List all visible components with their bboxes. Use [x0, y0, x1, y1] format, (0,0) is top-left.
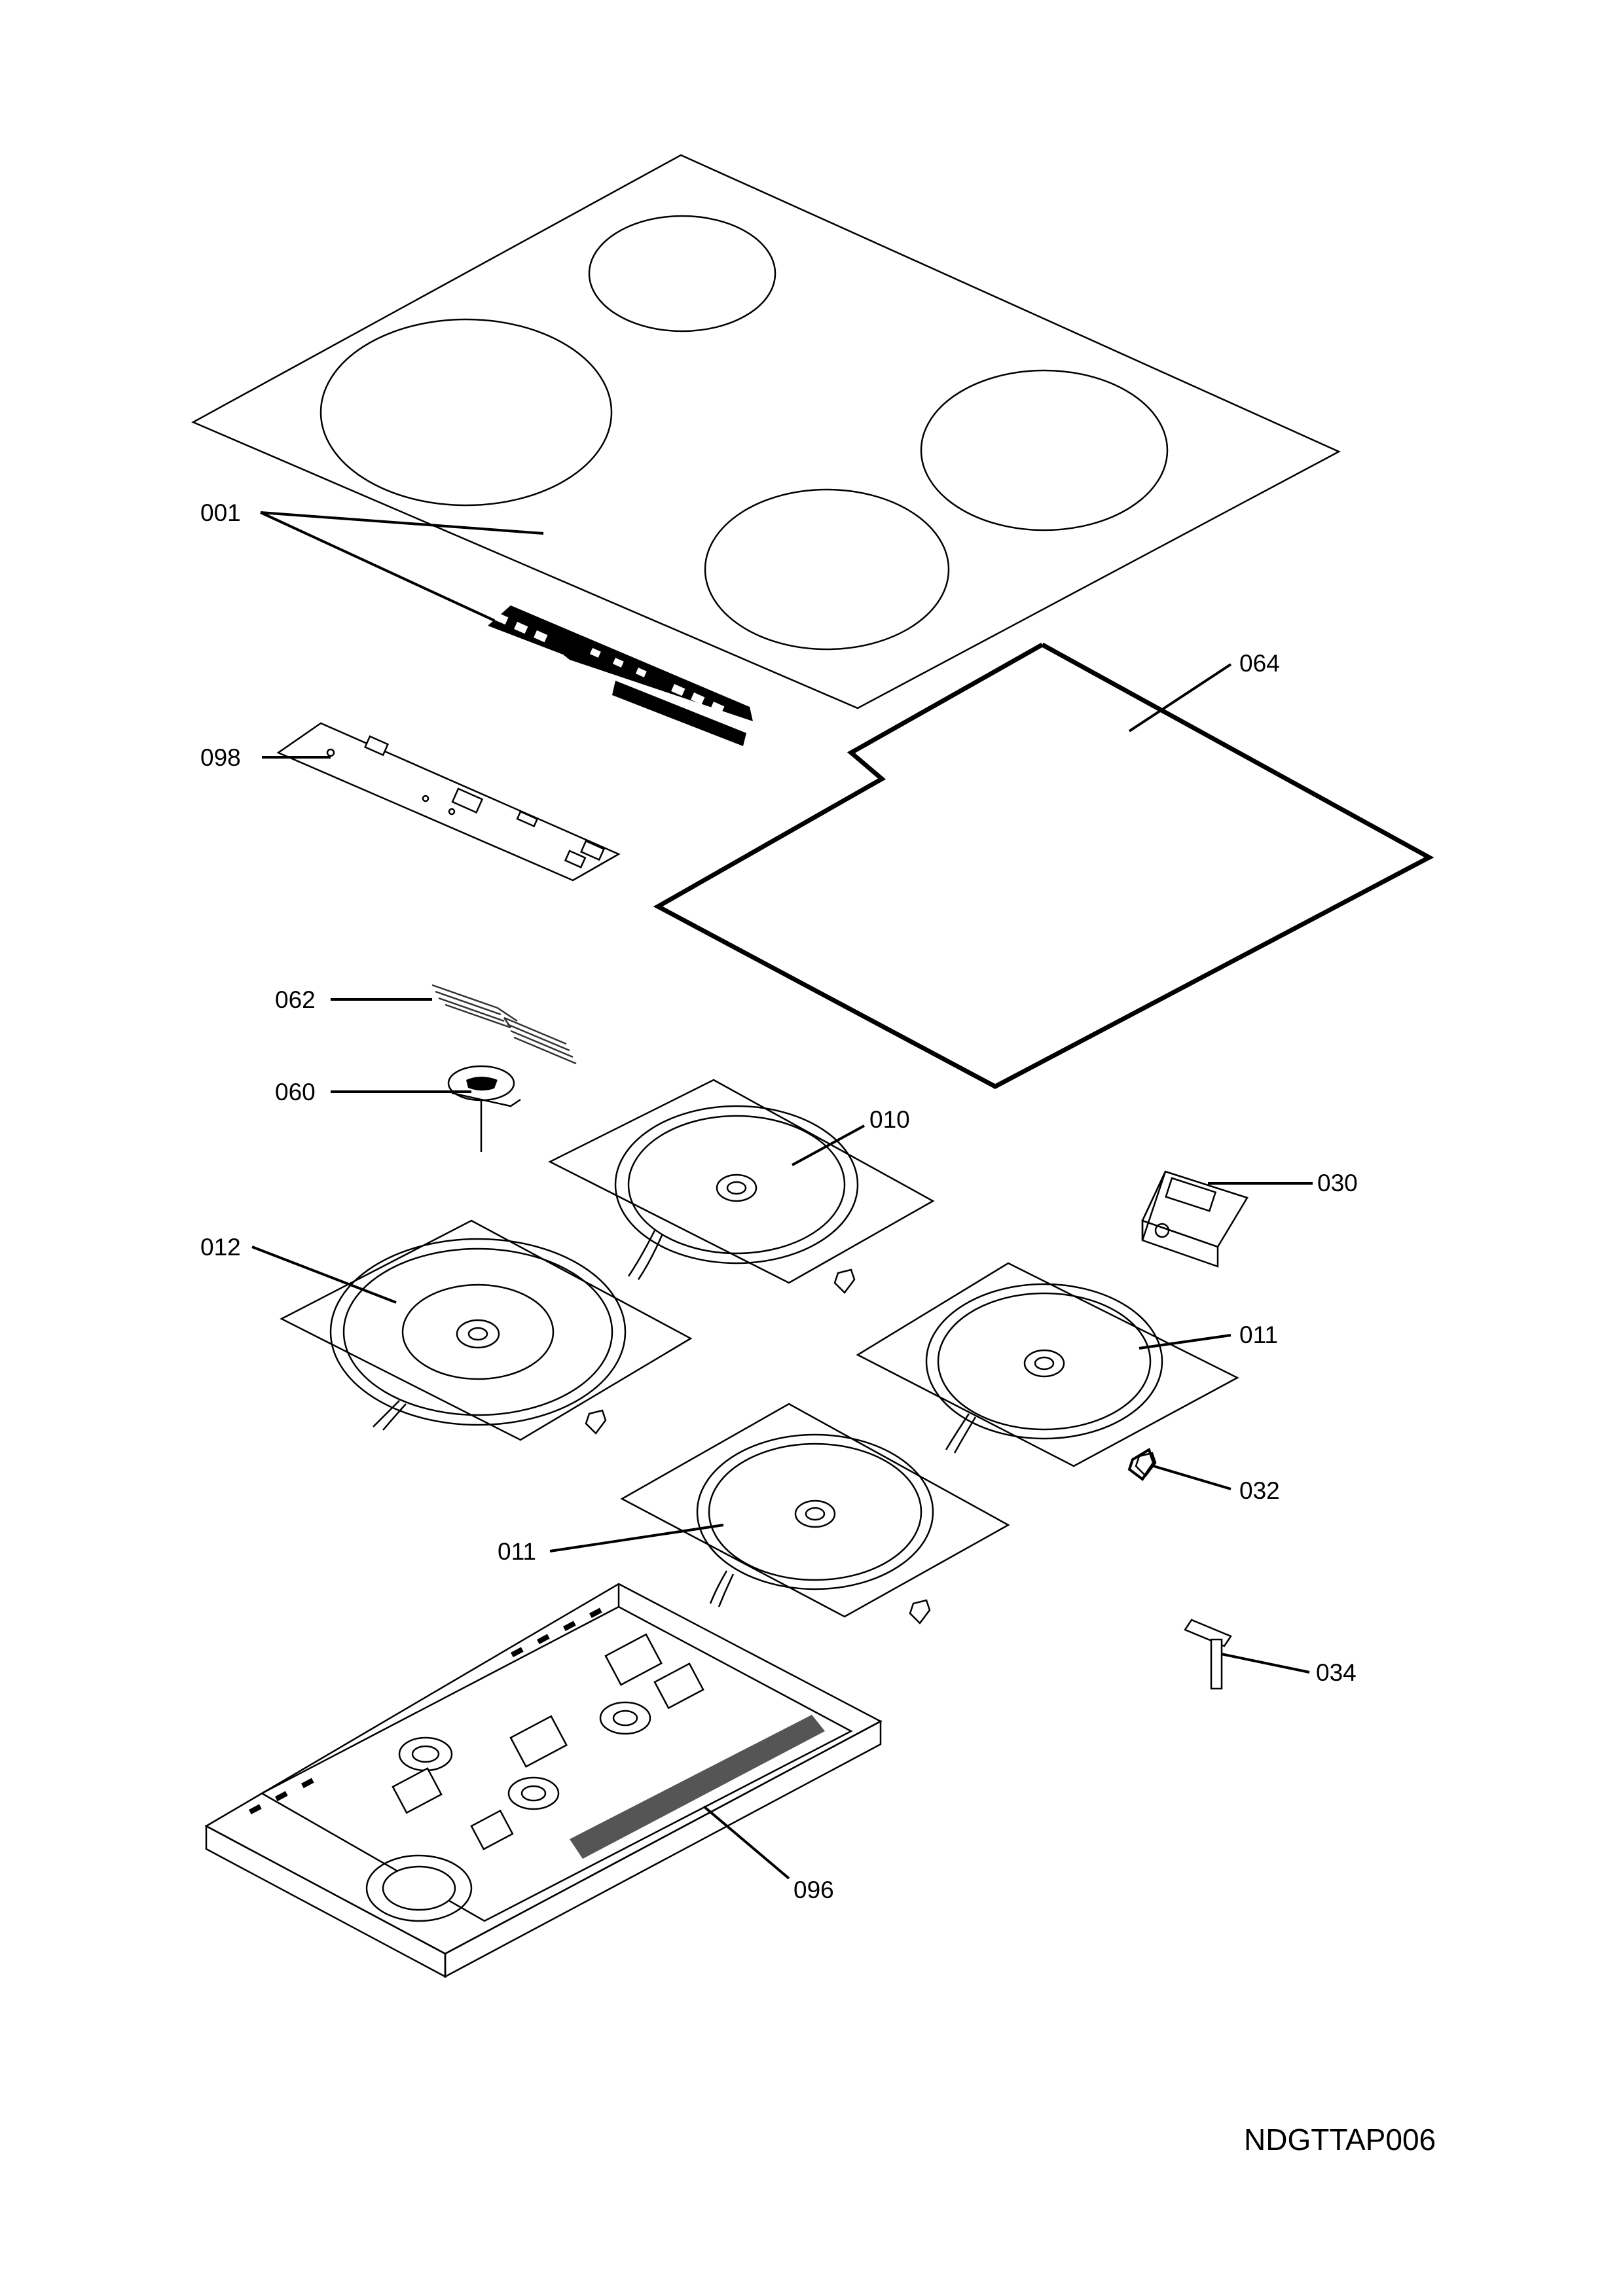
- touch-control-decal: [488, 605, 753, 746]
- callout-034: 034: [1316, 1659, 1357, 1686]
- leader-034: [1220, 1653, 1310, 1674]
- leader-096: [702, 1805, 790, 1880]
- part-coil-medium: [548, 1079, 935, 1294]
- part-glass-top: [191, 154, 1341, 709]
- leader-032: [1153, 1465, 1231, 1490]
- callout-001: 001: [200, 499, 241, 526]
- part-connectors: [431, 984, 577, 1065]
- part-base-tray: [204, 1583, 883, 1979]
- cooking-zone-rear-left: [588, 215, 776, 332]
- part-control-board: [276, 722, 621, 882]
- leader-011-front: [549, 1524, 724, 1552]
- callout-060: 060: [275, 1079, 316, 1105]
- part-pin: [1184, 1619, 1232, 1690]
- leader-lines: [251, 511, 1313, 1880]
- callout-030: 030: [1317, 1170, 1358, 1196]
- callout-096: 096: [793, 1876, 834, 1903]
- part-coil-small-front: [620, 1403, 1010, 1624]
- cooking-zone-front-right: [704, 488, 950, 651]
- leader-011-right: [1139, 1334, 1231, 1350]
- part-power-module: [1141, 1170, 1249, 1268]
- part-gasket: [653, 642, 1434, 1089]
- callout-012: 012: [200, 1234, 241, 1261]
- callout-062: 062: [275, 986, 316, 1013]
- cooking-zone-rear-right: [920, 369, 1169, 531]
- callout-064: 064: [1239, 650, 1280, 677]
- leader-001-b: [260, 511, 495, 622]
- callout-098: 098: [200, 744, 241, 771]
- part-coil-small-right: [856, 1262, 1239, 1477]
- part-coil-large: [280, 1219, 693, 1441]
- leader-001-a: [260, 511, 544, 535]
- callout-labels: 001 064 098 062 060 010 030 012 011 032 …: [200, 499, 1358, 1903]
- drawing-reference: NDGTTAP006: [1244, 2123, 1436, 2157]
- callout-011-front: 011: [498, 1538, 536, 1565]
- part-clip: [1127, 1448, 1156, 1481]
- leader-010: [792, 1124, 865, 1166]
- leader-012: [251, 1246, 397, 1304]
- part-sensor: [447, 1065, 521, 1152]
- callout-010: 010: [869, 1106, 910, 1133]
- callout-011-right: 011: [1239, 1321, 1278, 1348]
- cooking-zone-front-left: [319, 318, 613, 507]
- callout-032: 032: [1239, 1477, 1280, 1504]
- leader-064: [1128, 663, 1232, 732]
